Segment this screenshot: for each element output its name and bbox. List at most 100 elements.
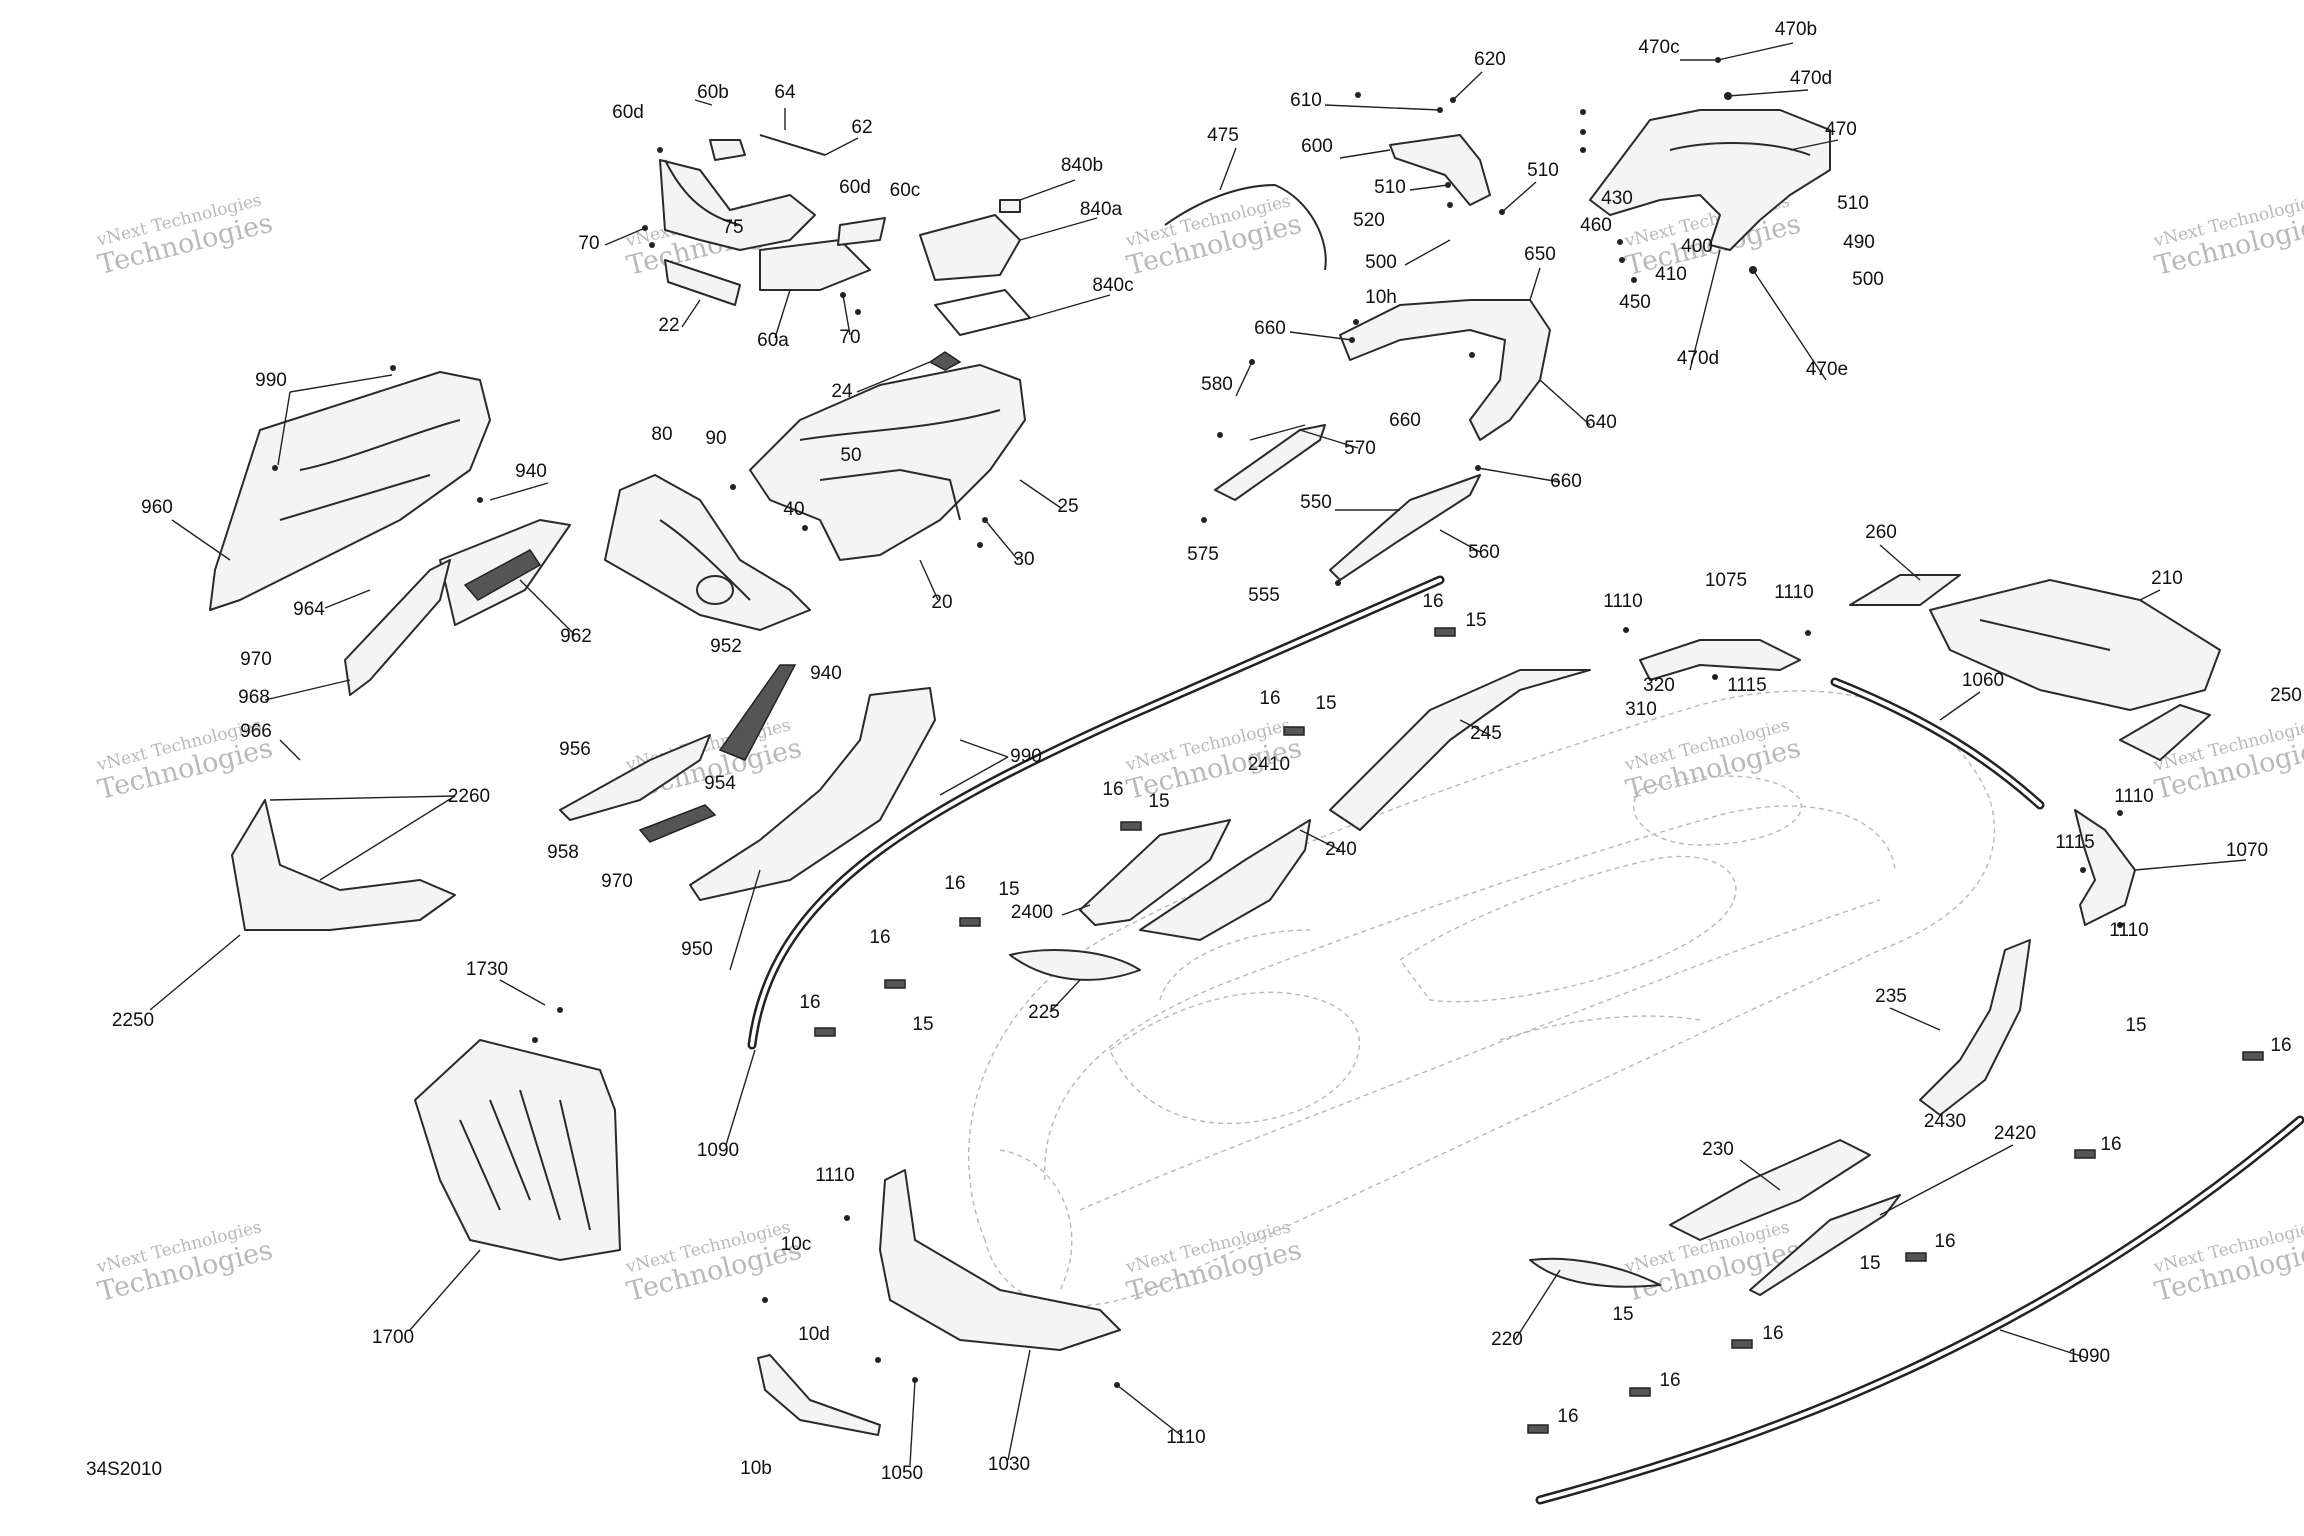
callout-990-b: 990 <box>1010 746 1042 767</box>
callout-550: 550 <box>1300 492 1332 513</box>
callout-470d-b: 470d <box>1677 348 1719 369</box>
callout-16-f: 16 <box>799 992 820 1013</box>
callout-954: 954 <box>704 773 736 794</box>
part-570-trim <box>1214 424 1326 501</box>
part-950-side-panel <box>689 687 936 901</box>
callout-220: 220 <box>1491 1329 1523 1350</box>
callout-650: 650 <box>1524 244 1556 265</box>
callout-62: 62 <box>851 117 872 138</box>
callout-970-b: 970 <box>601 871 633 892</box>
callout-470b: 470b <box>1775 19 1817 40</box>
callout-940-b: 940 <box>810 663 842 684</box>
callout-952: 952 <box>710 636 742 657</box>
callout-16-d: 16 <box>944 873 965 894</box>
callout-16-g: 16 <box>2270 1035 2291 1056</box>
callout-990: 990 <box>255 370 287 391</box>
callout-840c: 840c <box>1092 275 1133 296</box>
part-2420-plate <box>1749 1194 1901 1296</box>
callout-470e: 470e <box>1806 359 1848 380</box>
part-20-console <box>749 351 1026 561</box>
callout-1110-f: 1110 <box>2109 920 2148 941</box>
callout-962: 962 <box>560 626 592 647</box>
callout-1730: 1730 <box>466 959 508 980</box>
part-550-trim <box>1329 474 1481 581</box>
callout-2260: 2260 <box>448 786 490 807</box>
callout-225: 225 <box>1028 1002 1060 1023</box>
part-2400-deck-plate <box>1079 819 1231 926</box>
part-10b-trim <box>757 1354 881 1436</box>
callout-1075: 1075 <box>1705 570 1747 591</box>
part-475-handle-rope <box>1164 184 1327 271</box>
callout-310: 310 <box>1625 699 1657 720</box>
callout-16: 16 <box>1422 591 1443 612</box>
callout-60a: 60a <box>757 330 789 351</box>
part-240-deck-pad <box>1139 819 1311 941</box>
callout-16-l: 16 <box>1557 1406 1578 1427</box>
callout-1050: 1050 <box>881 1463 923 1484</box>
part-2250-nose-trim <box>231 799 456 931</box>
part-210-rear-deck <box>1929 579 2221 711</box>
callout-940: 940 <box>515 461 547 482</box>
callout-15-e: 15 <box>912 1014 933 1035</box>
callout-24: 24 <box>831 381 853 402</box>
callout-1090-b: 1090 <box>2068 1346 2110 1367</box>
part-956-trim <box>559 734 717 843</box>
callout-600: 600 <box>1301 136 1333 157</box>
part-962-vent <box>439 519 571 626</box>
callout-2430: 2430 <box>1924 1111 1966 1132</box>
callout-15-c: 15 <box>1148 791 1169 812</box>
part-840-hatch <box>919 199 1031 336</box>
callout-16-e: 16 <box>869 927 890 948</box>
callout-520: 520 <box>1353 210 1385 231</box>
callout-660: 660 <box>1254 318 1286 339</box>
callout-1030: 1030 <box>988 1454 1030 1475</box>
callout-1110: 1110 <box>815 1165 854 1186</box>
callout-560: 560 <box>1468 542 1500 563</box>
part-22-bracket <box>664 259 741 306</box>
callout-245: 245 <box>1470 723 1502 744</box>
callout-1110-b: 1110 <box>1166 1427 1205 1448</box>
part-230-side-pad <box>1669 1139 1871 1241</box>
callout-10b: 10b <box>740 1458 772 1479</box>
callout-840b: 840b <box>1061 155 1103 176</box>
callout-640: 640 <box>1585 412 1617 433</box>
part-470-rear-handle <box>1589 109 1831 251</box>
leader-lines <box>149 42 2247 1466</box>
callout-966: 966 <box>240 721 272 742</box>
part-225-pad <box>1009 949 1141 981</box>
callout-16-j: 16 <box>1762 1323 1783 1344</box>
callout-22: 22 <box>658 315 679 336</box>
callout-475: 475 <box>1207 125 1239 146</box>
callout-15-d: 15 <box>998 879 1019 900</box>
clips <box>814 627 2264 1434</box>
callout-1090: 1090 <box>697 1140 739 1161</box>
part-260-pad <box>1849 574 1961 606</box>
callout-10c: 10c <box>781 1234 812 1255</box>
callout-25: 25 <box>1057 496 1078 517</box>
rail-1090-right <box>1535 1115 2304 1505</box>
callout-70: 70 <box>578 233 599 254</box>
callout-555: 555 <box>1248 585 1280 606</box>
callout-15: 15 <box>1465 610 1486 631</box>
callout-840a: 840a <box>1080 199 1123 220</box>
part-235-side-pad <box>1919 939 2031 1116</box>
callout-15-b: 15 <box>1315 693 1336 714</box>
rail-1060 <box>1830 677 2045 810</box>
callout-1115-b: 1115 <box>2055 832 2094 853</box>
callout-80: 80 <box>651 424 672 445</box>
callout-2250: 2250 <box>112 1010 154 1031</box>
callout-40: 40 <box>783 499 804 520</box>
callout-450: 450 <box>1619 292 1651 313</box>
callout-320: 320 <box>1643 675 1675 696</box>
callout-470d: 470d <box>1790 68 1832 89</box>
part-968-trim <box>344 559 451 696</box>
callout-1115: 1115 <box>1727 675 1766 696</box>
callout-1060: 1060 <box>1962 670 2004 691</box>
callout-260: 260 <box>1865 522 1897 543</box>
